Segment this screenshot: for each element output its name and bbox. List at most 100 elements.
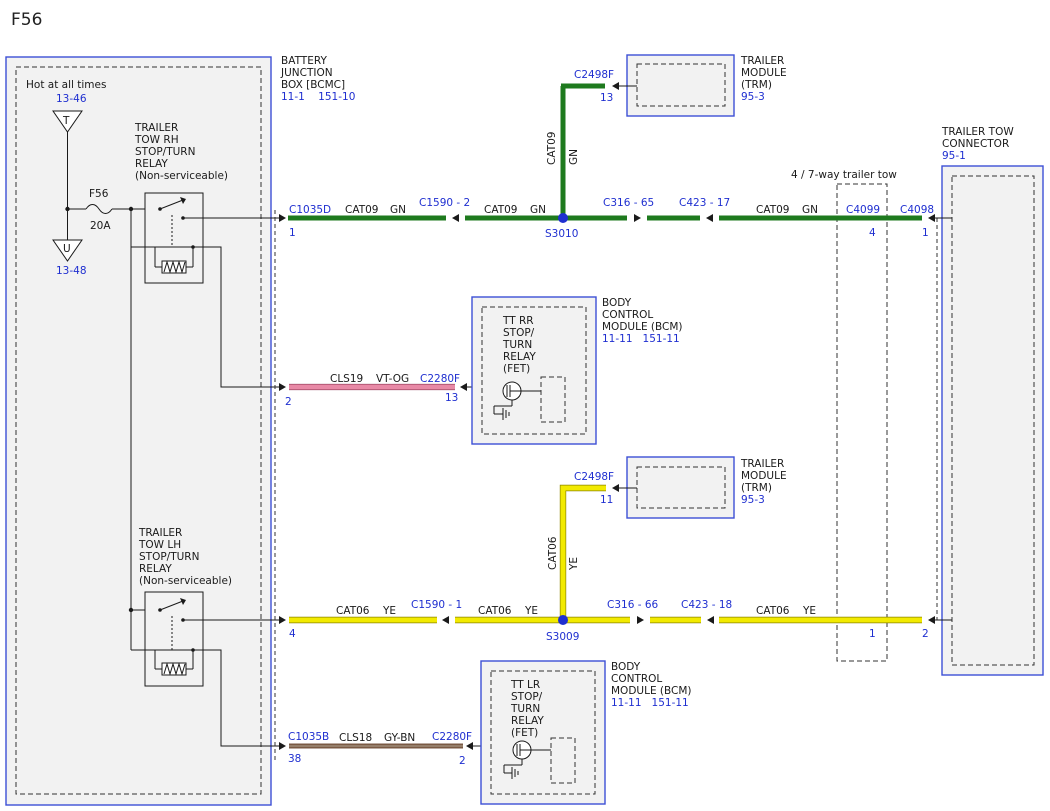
splice-s3010 bbox=[558, 213, 568, 223]
wire-color: YE bbox=[568, 557, 580, 571]
wire-color: VT-OG bbox=[376, 373, 409, 385]
seven-way-connector bbox=[836, 183, 888, 662]
bcm-top-line: BODY bbox=[602, 297, 632, 309]
fuse-icon bbox=[85, 204, 113, 214]
trailer-module-bottom: TRAILER MODULE (TRM) 95-3 C2498F 11 bbox=[574, 456, 787, 519]
relay-switch-icon bbox=[159, 600, 184, 611]
wire-circuit: CLS19 bbox=[330, 373, 363, 385]
wire-circuit: CLS18 bbox=[339, 732, 372, 744]
c4098-pin: 1 bbox=[922, 227, 929, 239]
wire-circuit: CAT06 bbox=[478, 605, 512, 617]
wire-color: YE bbox=[524, 605, 538, 617]
fet-line: (FET) bbox=[503, 363, 530, 375]
bjb-refs: 11-1 151-10 bbox=[281, 91, 355, 103]
battery-junction-box: BATTERY JUNCTION BOX [BCMC] 11-1 151-10 … bbox=[5, 55, 355, 806]
bcm-top-line: MODULE (BCM) bbox=[602, 321, 683, 333]
bcm-bottom-refs: 11-11 151-11 bbox=[611, 697, 689, 709]
wire-circuit: CAT06 bbox=[756, 605, 790, 617]
relay-rh-line: (Non-serviceable) bbox=[135, 170, 228, 182]
trm-bottom-line: (TRM) bbox=[741, 482, 772, 494]
bcm-bottom-line: CONTROL bbox=[611, 673, 662, 685]
seven-way-label: 4 / 7-way trailer tow bbox=[791, 169, 897, 181]
u-ref: 13-48 bbox=[56, 265, 87, 277]
trm-bottom-ref: 95-3 bbox=[741, 494, 765, 506]
c1035d-label: C1035D bbox=[289, 204, 331, 216]
trm-bottom-line: TRAILER bbox=[740, 458, 784, 470]
t-label: T bbox=[62, 115, 70, 127]
wire-color: GN bbox=[568, 149, 580, 165]
u-connector-icon bbox=[52, 239, 83, 262]
relay-lh-line: STOP/TURN bbox=[139, 551, 199, 563]
wire-color: GN bbox=[390, 204, 406, 216]
splice-label: S3010 bbox=[545, 228, 578, 240]
t-connector-icon bbox=[52, 110, 83, 133]
cls19-bjb-pin: 2 bbox=[285, 396, 292, 408]
circuit-cls19: 2 CLS19 VT-OG C2280F 13 bbox=[285, 373, 504, 408]
wire-color: GN bbox=[802, 204, 818, 216]
fet-line: TT LR bbox=[510, 679, 540, 691]
trm-top-pin: 13 bbox=[600, 92, 613, 104]
relay-lh-line: RELAY bbox=[139, 563, 172, 575]
bcm-top-refs: 11-11 151-11 bbox=[602, 333, 680, 345]
relay-lh-line: TRAILER bbox=[138, 527, 182, 539]
trailer-module-top: TRAILER MODULE (TRM) 95-3 C2498F 13 bbox=[574, 54, 787, 117]
wire-color: GN bbox=[530, 204, 546, 216]
relay-rh-line: STOP/TURN bbox=[135, 146, 195, 158]
c1590-label: C1590 - 2 bbox=[419, 197, 470, 209]
wire-color: YE bbox=[802, 605, 816, 617]
fet-line: STOP/ bbox=[511, 691, 543, 703]
fet-line: TURN bbox=[502, 339, 532, 351]
cat06-bjb-pin: 4 bbox=[289, 628, 296, 640]
c4099-label: C4099 bbox=[846, 204, 880, 216]
hot-at-all-times-label: Hot at all times bbox=[26, 79, 106, 91]
trm-top-line: MODULE bbox=[741, 67, 787, 79]
relay-rh-line: TRAILER bbox=[134, 122, 178, 134]
fet-line: RELAY bbox=[503, 351, 536, 363]
ttc-line: CONNECTOR bbox=[942, 138, 1009, 150]
relay-lh-line: (Non-serviceable) bbox=[139, 575, 232, 587]
splice-label: S3009 bbox=[546, 631, 579, 643]
bjb-name-line: JUNCTION bbox=[280, 67, 333, 79]
c423-label: C423 - 18 bbox=[681, 599, 732, 611]
fet-line: RELAY bbox=[511, 715, 544, 727]
wire-circuit: CAT09 bbox=[345, 204, 378, 216]
wire-color: YE bbox=[382, 605, 396, 617]
trailer-tow-connector: TRAILER TOW CONNECTOR 95-1 bbox=[941, 126, 1044, 676]
ttc-line: TRAILER TOW bbox=[941, 126, 1014, 138]
wire-circuit: CAT09 bbox=[484, 204, 517, 216]
splice-s3009 bbox=[558, 615, 568, 625]
c2280f-label: C2280F bbox=[420, 373, 460, 385]
trm-top-ref: 95-3 bbox=[741, 91, 765, 103]
c1035b-pin: 38 bbox=[288, 753, 301, 765]
u-label: U bbox=[63, 243, 71, 255]
relay-rh-line: RELAY bbox=[135, 158, 168, 170]
fet-line: TURN bbox=[510, 703, 540, 715]
bcm-top-line: CONTROL bbox=[602, 309, 653, 321]
c4099-pin: 1 bbox=[869, 628, 876, 640]
c316-label: C316 - 65 bbox=[603, 197, 654, 209]
wire-circuit: CAT06 bbox=[336, 605, 370, 617]
wire-circuit: CAT06 bbox=[547, 536, 559, 570]
fuse-amps: 20A bbox=[90, 220, 111, 232]
page-title: F56 bbox=[11, 10, 42, 30]
c4099-pin: 4 bbox=[869, 227, 876, 239]
c2280f-pin: 13 bbox=[445, 392, 458, 404]
t-ref: 13-46 bbox=[56, 93, 87, 105]
power-bus: T U 13-48 F56 20A bbox=[52, 110, 160, 651]
c4098-pin: 2 bbox=[922, 628, 929, 640]
c2280f-label: C2280F bbox=[432, 731, 472, 743]
trm-top-connector: C2498F bbox=[574, 69, 614, 81]
c4098-label: C4098 bbox=[900, 204, 934, 216]
relay-rh-line: TOW RH bbox=[134, 134, 179, 146]
trm-bottom-line: MODULE bbox=[741, 470, 787, 482]
bcm-bottom-line: MODULE (BCM) bbox=[611, 685, 692, 697]
trm-top-line: (TRM) bbox=[741, 79, 772, 91]
circuit-cat09: C1035D 1 CAT09 GN C1590 - 2 CAT09 GN S30… bbox=[288, 83, 952, 240]
relay-lh: TRAILER TOW LH STOP/TURN RELAY (Non-serv… bbox=[138, 527, 232, 687]
bcm-top: BODY CONTROL MODULE (BCM) 11-11 151-11 T… bbox=[471, 296, 683, 445]
c423-label: C423 - 17 bbox=[679, 197, 730, 209]
c1590-label: C1590 - 1 bbox=[411, 599, 462, 611]
c1035d-pin: 1 bbox=[289, 227, 296, 239]
bjb-name-line: BATTERY bbox=[281, 55, 327, 67]
